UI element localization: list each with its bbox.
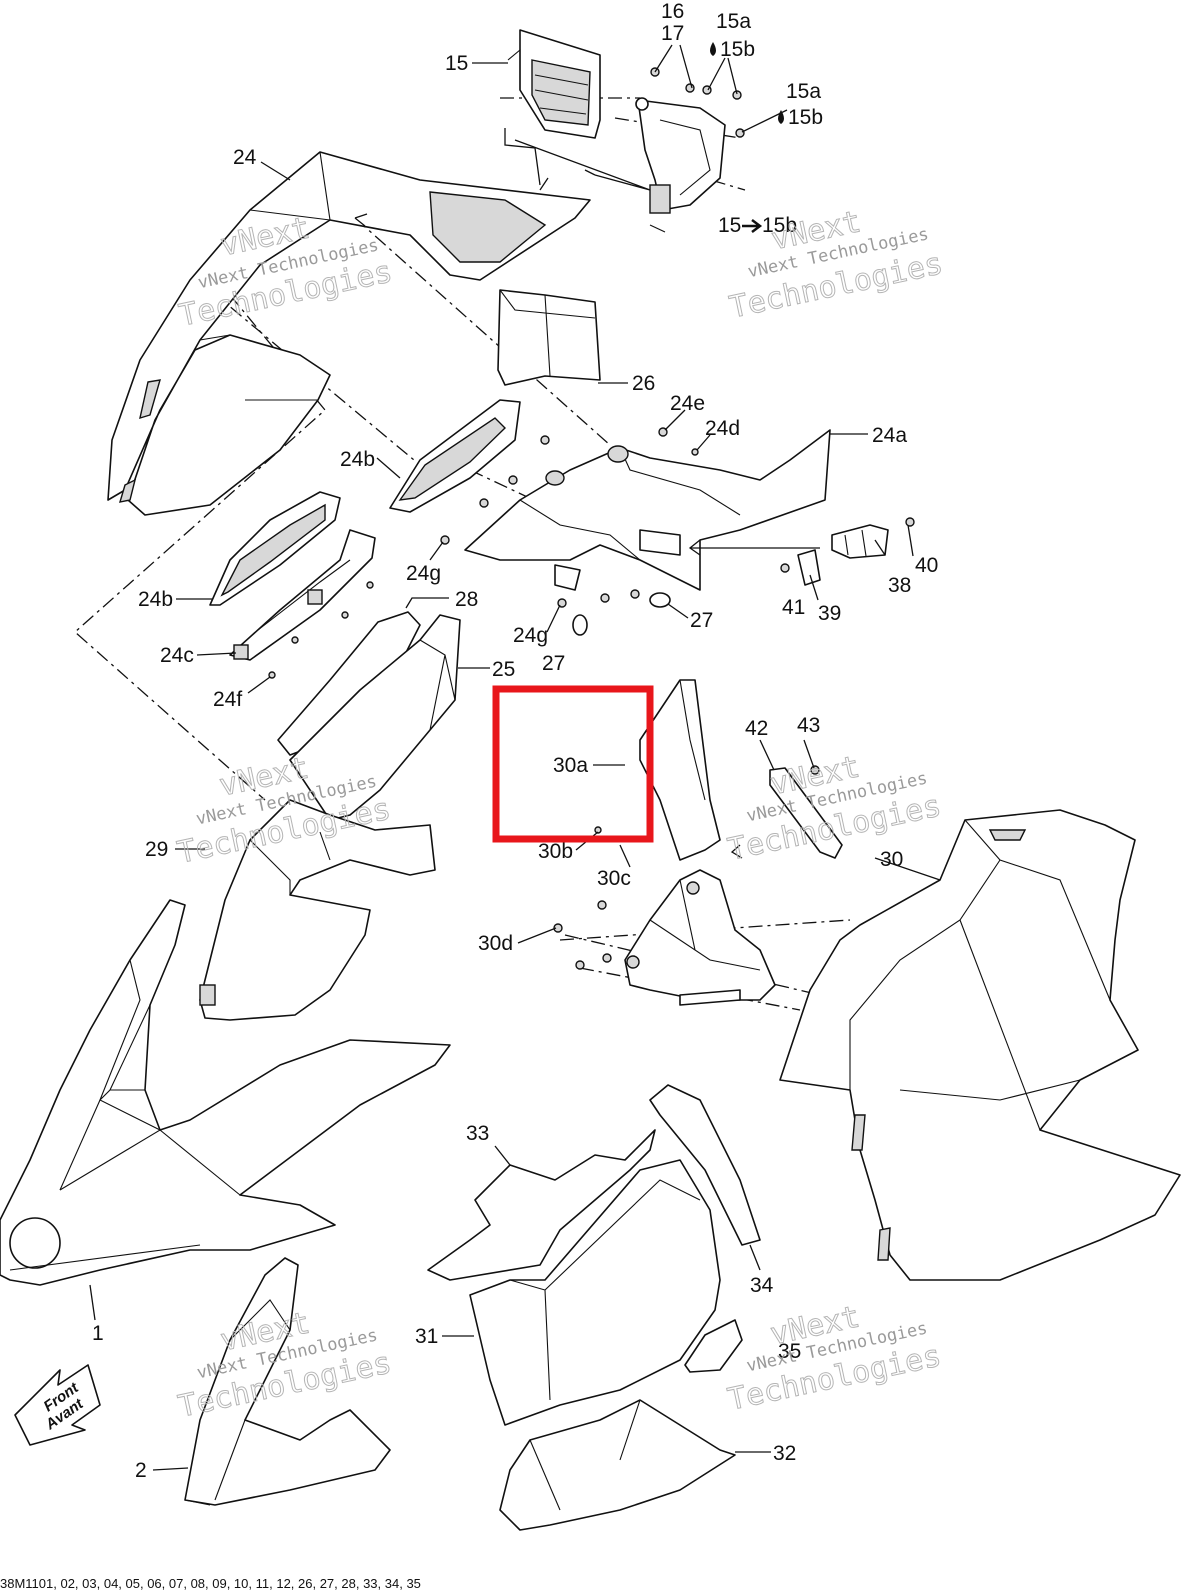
part-24-fasteners [268,427,699,679]
callout-41: 41 [782,596,805,619]
watermark-group-5: vNext vNext Technologies Technologies [175,1305,395,1425]
callout-17: 17 [661,22,684,45]
callout-15-to: 15 [718,214,741,237]
callout-24: 24 [233,146,257,169]
part-24b-upper-grille [389,399,521,513]
front-direction-arrow: Front Avant [14,1364,101,1446]
callout-16: 16 [661,0,684,23]
leader-lines [89,44,941,1471]
drop-icon [710,42,716,56]
assembly-arrows [354,128,743,859]
callout-38: 38 [888,574,911,597]
callout-32: 32 [773,1442,796,1465]
part-26-shield [497,289,601,386]
part-27-grommets [572,592,671,636]
callout-15a-mid: 15a [786,80,821,103]
part-39-plate [797,549,821,586]
part-33-panel [427,1129,656,1281]
part-30-side-fairing [779,809,1181,1281]
callout-1: 1 [92,1322,104,1345]
part-30-fasteners [553,826,612,970]
part-30a-support [639,679,721,861]
callout-24b-lower: 24b [138,588,173,611]
callout-25: 25 [492,658,515,681]
part-31-panel [469,1159,721,1426]
part-30c-bracket [624,869,776,1006]
callout-15b-mid: 15b [788,106,823,129]
callout-24g-left: 24g [406,562,441,585]
part-40-41-screws [780,517,915,573]
callout-24a: 24a [872,424,907,447]
callout-27-mid: 27 [542,652,565,675]
watermark-group-6: vNext vNext Technologies Technologies [724,1299,944,1418]
part-42-strut [769,765,843,859]
callout-39: 39 [818,602,841,625]
part-15-bracket [635,97,726,233]
drop-icon [778,110,784,124]
part-2-lower-nose [184,1257,391,1506]
callout-24d: 24d [705,417,740,440]
part-1-front-cowl [0,899,451,1286]
right-arrow-icon [742,219,763,233]
callout-33: 33 [466,1122,489,1145]
part-38-latch [831,524,889,559]
callout-29: 29 [145,838,168,861]
callout-24c: 24c [160,644,194,667]
callout-30a: 30a [553,754,588,777]
diagram-reference-code: 38M1101, 02, 03, 04, 05, 06, 07, 08, 09,… [0,1576,421,1591]
callout-43: 43 [797,714,820,737]
callout-27-right: 27 [690,609,713,632]
part-24c-bracket [229,529,376,661]
part-15-headlight [507,29,601,139]
callout-15b-top: 15b [720,38,755,61]
callout-31: 31 [415,1325,438,1348]
part-35-block [684,1319,743,1373]
part-32-panel [499,1399,736,1531]
callout-2: 2 [135,1459,147,1482]
part-24b-lower-grille [209,491,341,606]
callout-30: 30 [880,848,903,871]
callout-15a-top: 15a [716,10,751,33]
part-24-upper-cowl [107,151,591,516]
callout-24f: 24f [213,688,242,711]
part-34-trim [649,1084,761,1246]
watermark-group-2: vNext vNext Technologies Technologies [726,204,946,326]
callout-24e: 24e [670,392,705,415]
callout-26: 26 [632,372,655,395]
callout-15b-to: 15b [762,214,797,237]
callout-30d: 30d [478,932,513,955]
callout-labels: 15 16 17 15a 15b 15a 15b 15 15b 24 26 24… [92,0,938,1482]
part-29-lower-side-panel [199,799,436,1021]
callout-24g-mid: 24g [513,624,548,647]
part-25-side-panel [289,614,461,821]
callout-35: 35 [778,1340,801,1363]
callout-30b: 30b [538,840,573,863]
highlight-box [492,685,654,843]
callout-42: 42 [745,717,768,740]
part-24a-frame [464,429,831,591]
callout-40: 40 [915,554,938,577]
callout-24b-upper: 24b [340,448,375,471]
callout-15: 15 [445,52,468,75]
callout-34: 34 [750,1274,774,1297]
callout-28: 28 [455,588,478,611]
callout-30c: 30c [597,867,631,890]
